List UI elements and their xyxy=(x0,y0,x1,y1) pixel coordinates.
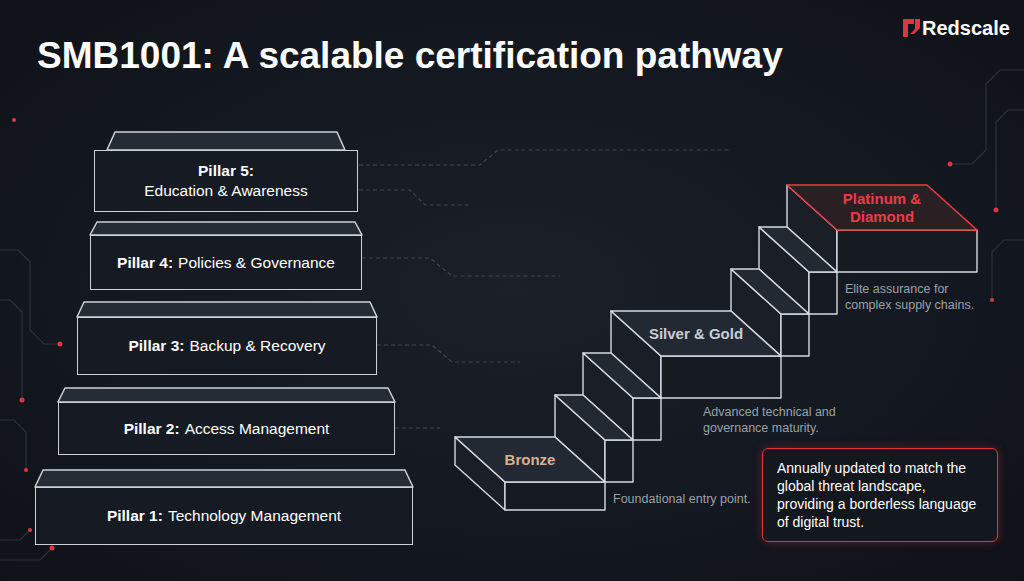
level-description: Foundational entry point. xyxy=(613,491,763,507)
pillar-step: Pillar 1:Technology Management xyxy=(35,487,413,545)
note-box: Annually updated to match the global thr… xyxy=(762,448,998,542)
level-name: Silver & Gold xyxy=(649,325,743,343)
pillar-step: Pillar 5:Education & Awareness xyxy=(94,150,358,212)
level-name: Platinum & Diamond xyxy=(836,190,928,226)
title: SMB1001: A scalable certification pathwa… xyxy=(37,34,783,78)
pillar-number: Pillar 3: xyxy=(128,336,184,356)
step-tread xyxy=(787,185,977,230)
circuit-dots xyxy=(12,118,999,551)
pillar-top-faces xyxy=(35,132,413,487)
level-description: Advanced technical and governance maturi… xyxy=(703,404,871,436)
pillar-step: Pillar 3:Backup & Recovery xyxy=(77,317,377,375)
pillar-name: Technology Management xyxy=(168,506,341,526)
level-description: Elite assurance for complex supply chain… xyxy=(845,281,997,313)
level-step: Bronze xyxy=(455,437,605,482)
level-step: Silver & Gold xyxy=(611,311,781,356)
pillar-name: Education & Awareness xyxy=(95,181,357,201)
logo-icon xyxy=(903,19,920,37)
pillar-step: Pillar 2:Access Management xyxy=(58,402,395,455)
pillar-number: Pillar 5: xyxy=(95,161,357,181)
pillar-number: Pillar 2: xyxy=(124,419,180,439)
logo-text: Redscale xyxy=(922,15,1010,41)
pillar-name: Backup & Recovery xyxy=(189,336,325,356)
pillar-name: Access Management xyxy=(185,419,330,439)
pillar-number: Pillar 4: xyxy=(117,253,173,273)
note-text: Annually updated to match the global thr… xyxy=(777,459,983,531)
level-step: Platinum & Diamond xyxy=(787,185,977,230)
step-tread xyxy=(455,437,605,482)
step-tread xyxy=(611,311,781,356)
pillar-number: Pillar 1: xyxy=(107,506,163,526)
level-name: Bronze xyxy=(505,451,556,469)
pillar-step: Pillar 4:Policies & Governance xyxy=(90,235,362,290)
circuit-traces xyxy=(0,70,1024,560)
pillar-name: Policies & Governance xyxy=(178,253,335,273)
